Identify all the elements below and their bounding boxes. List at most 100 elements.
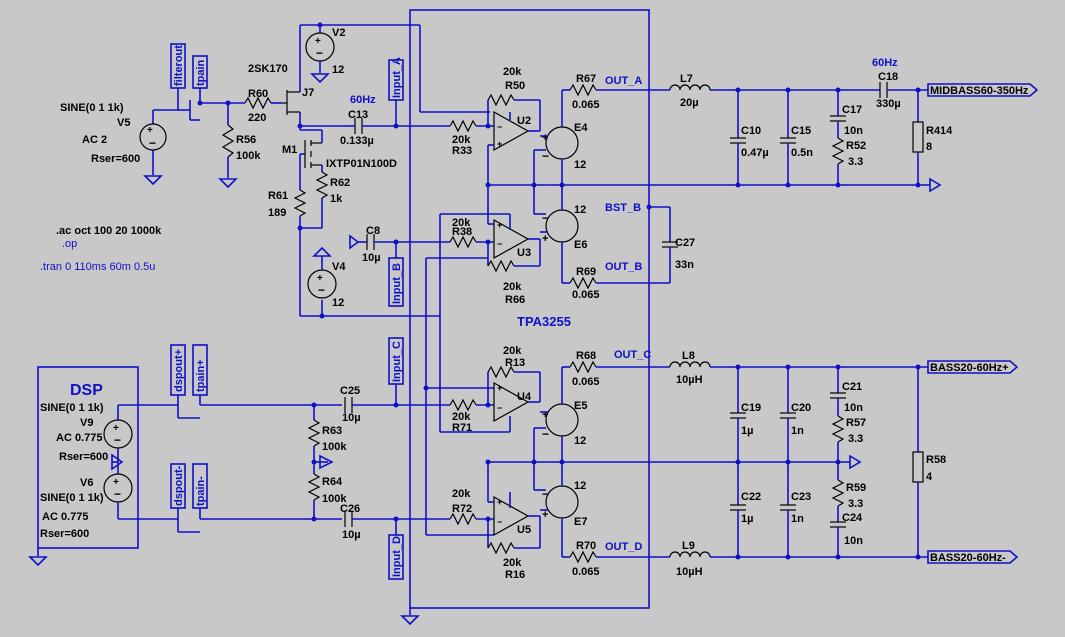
v4-name: V4 <box>332 261 346 273</box>
svg-text:+: + <box>147 125 153 136</box>
bass-minus-output-label: BASS20-60Hz- <box>930 552 1006 564</box>
r67-value: 0.065 <box>572 99 600 111</box>
r13-resistor[interactable] <box>487 365 515 379</box>
v2-value: 12 <box>332 64 344 76</box>
out-c-label: OUT_C <box>614 349 651 361</box>
r66-value: 20k <box>503 281 522 293</box>
c23-name: C23 <box>791 491 811 503</box>
r69-resistor[interactable] <box>569 276 597 290</box>
u4-opamp[interactable] <box>493 381 530 423</box>
j7-model: 2SK170 <box>248 63 288 75</box>
v4-source[interactable]: + − <box>307 246 337 299</box>
svg-text:+: + <box>542 409 548 421</box>
c10-name: C10 <box>741 125 761 137</box>
c17-name: C17 <box>842 104 862 116</box>
v9-source[interactable]: + − <box>103 419 133 449</box>
r67-resistor[interactable] <box>569 83 597 97</box>
svg-text:−: − <box>497 517 502 527</box>
e6-source[interactable]: − + <box>542 209 579 245</box>
e4-value: 12 <box>574 159 586 171</box>
r57-value: 3.3 <box>848 433 863 445</box>
r69-value: 0.065 <box>572 289 600 301</box>
r56-resistor[interactable] <box>221 124 235 158</box>
e4-source[interactable]: + − <box>542 126 579 163</box>
r38-resistor[interactable] <box>449 235 477 249</box>
r414-resistor[interactable] <box>912 121 924 153</box>
r66-resistor[interactable] <box>487 259 515 273</box>
r33-resistor[interactable] <box>449 119 477 133</box>
out-d-label: OUT_D <box>605 541 642 553</box>
r59-resistor[interactable] <box>831 479 845 507</box>
j7-jfet[interactable] <box>282 90 300 115</box>
ac-directive: .ac oct 100 20 1000k <box>56 225 162 237</box>
dsp-block <box>37 366 139 549</box>
r62-resistor[interactable] <box>315 171 329 199</box>
r72-resistor[interactable] <box>449 512 477 526</box>
v5-name: V5 <box>117 117 130 129</box>
e5-name: E5 <box>574 400 587 412</box>
m1-model: IXTP01N100D <box>326 158 397 170</box>
dspout-plus-label: dspout+ <box>173 349 185 392</box>
r64-resistor[interactable] <box>307 473 321 501</box>
r16-resistor[interactable] <box>487 541 515 555</box>
r52-resistor[interactable] <box>831 137 845 165</box>
svg-text:+: + <box>497 497 502 507</box>
u4-name: U4 <box>517 391 532 403</box>
l7-name: L7 <box>680 73 693 85</box>
r64-name: R64 <box>322 476 343 488</box>
c13-name: C13 <box>348 109 368 121</box>
c22-value: 1µ <box>741 513 753 525</box>
svg-text:−: − <box>497 239 502 249</box>
e7-value: 12 <box>574 480 586 492</box>
l8-inductor[interactable] <box>669 361 711 368</box>
bass-plus-output-label: BASS20-60Hz+ <box>930 362 1009 374</box>
filter-60hz-label-a: 60Hz <box>350 94 376 106</box>
r71-resistor[interactable] <box>449 398 477 412</box>
r70-resistor[interactable] <box>569 550 597 564</box>
r63-resistor[interactable] <box>307 419 321 447</box>
e5-source[interactable]: + − <box>542 403 579 441</box>
r63-value: 100k <box>322 441 347 453</box>
r59-value: 3.3 <box>848 498 863 510</box>
svg-text:−: − <box>318 283 325 297</box>
svg-text:−: − <box>114 433 121 447</box>
m1-mosfet[interactable] <box>304 140 322 168</box>
svg-text:+: + <box>497 383 502 393</box>
tpain-label: tpain <box>195 59 207 86</box>
r67-name: R67 <box>576 73 596 85</box>
u5-opamp[interactable] <box>493 495 530 537</box>
r64-value: 100k <box>322 493 347 505</box>
c19-value: 1µ <box>741 425 753 437</box>
l7-inductor[interactable] <box>669 84 711 91</box>
c22-name: C22 <box>741 491 761 503</box>
r58-resistor[interactable] <box>912 451 924 483</box>
r38-value: 20k <box>452 217 471 229</box>
v6-source[interactable]: + − <box>103 473 133 503</box>
v2-source[interactable]: + − <box>305 32 335 83</box>
tran-directive: .tran 0 110ms 60m 0.5u <box>40 261 155 273</box>
u2-opamp[interactable] <box>493 110 530 152</box>
u3-opamp[interactable] <box>493 218 530 260</box>
c21-value: 10n <box>844 402 863 414</box>
r61-resistor[interactable] <box>293 189 307 217</box>
tpain-minus-label: tpain- <box>195 476 207 506</box>
j7-name: J7 <box>302 87 314 99</box>
v6-name: V6 <box>80 477 93 489</box>
r56-name: R56 <box>236 134 256 146</box>
r68-resistor[interactable] <box>569 360 597 374</box>
r59-name: R59 <box>846 482 866 494</box>
v5-source[interactable]: + − <box>139 110 167 185</box>
svg-text:+: + <box>542 132 548 144</box>
svg-text:+: + <box>315 36 321 47</box>
r33-name: R33 <box>452 145 472 157</box>
m1-name: M1 <box>282 144 297 156</box>
u3-name: U3 <box>517 247 531 259</box>
r57-resistor[interactable] <box>831 415 845 443</box>
svg-text:+: + <box>113 477 119 488</box>
r50-resistor[interactable] <box>487 93 515 107</box>
r60-resistor[interactable] <box>244 96 272 110</box>
e7-source[interactable]: − + <box>542 485 579 521</box>
l9-inductor[interactable] <box>669 551 711 558</box>
r70-value: 0.065 <box>572 566 600 578</box>
